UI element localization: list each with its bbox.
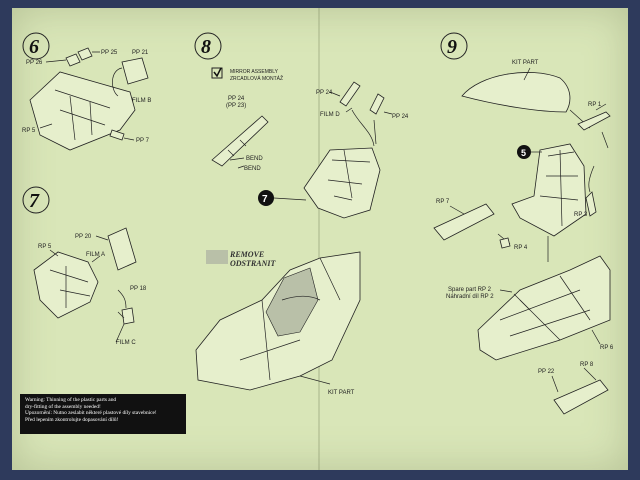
step-7-detail-lines xyxy=(49,266,91,308)
callout-7-leader xyxy=(273,197,307,201)
pp20-label: PP 20 xyxy=(75,234,92,240)
remove-hatch-swatch xyxy=(206,250,228,264)
kit-part-label-step9: KIT PART xyxy=(512,60,539,66)
step-9-circle xyxy=(440,32,468,60)
pp23-label-mirror: (PP 23) xyxy=(226,103,246,109)
odstranit-label: ODSTRANIT xyxy=(230,259,276,268)
pp18-label: PP 18 xyxy=(130,286,147,292)
warning-line-1: Warning: Thinning of the plastic parts a… xyxy=(25,397,117,403)
ejection-seat-part xyxy=(511,143,587,237)
rp1-label: RP 1 xyxy=(588,102,602,108)
step-6-leader-lines xyxy=(39,51,135,141)
panel-detail-lines xyxy=(327,149,371,201)
pp24-right-part xyxy=(369,93,385,115)
mirror-assembly-label: MIRROR ASSEMBLY xyxy=(230,69,279,75)
instrument-panel-part xyxy=(303,147,381,219)
rp5-label-step7: RP 5 xyxy=(38,244,52,250)
pp26-part xyxy=(65,53,81,67)
rp5-label-step6: RP 5 xyxy=(22,128,36,134)
pp20-part xyxy=(107,227,137,271)
spare-part-label: Spare part RP 2 xyxy=(448,287,492,293)
warning-line-2: dry-fitting of the assembly needed! xyxy=(25,403,101,410)
step-7-number: 7 xyxy=(29,190,40,212)
step-6-number: 6 xyxy=(29,36,39,58)
warning-box: Warning: Thinning of the plastic parts a… xyxy=(20,394,186,434)
callout-5-number: 5 xyxy=(521,148,526,158)
film-d-label: FILM D xyxy=(320,112,340,118)
pp24-label-mirror: PP 24 xyxy=(228,96,245,102)
remove-label: REMOVE xyxy=(229,250,264,259)
rp6-label: RP 6 xyxy=(600,345,614,351)
rp7-part xyxy=(433,203,495,241)
canopy-kit-part xyxy=(461,72,571,113)
callout-7-number: 7 xyxy=(262,194,268,205)
pp18-part xyxy=(121,307,135,325)
rp8-leaders xyxy=(551,367,597,393)
step-8-group: 8 MIRROR ASSEMBLY ZRCADLOVÁ MONTÁŽ PP 24… xyxy=(194,32,409,396)
mirror-checkbox xyxy=(211,67,223,79)
bend-label-1: BEND xyxy=(246,156,263,162)
pp25-label: PP 25 xyxy=(101,50,118,56)
film-c-label: FILM C xyxy=(116,340,136,346)
pp24-left-label: PP 24 xyxy=(316,90,333,96)
step-6-detail-lines xyxy=(54,89,111,141)
fuselage-leader xyxy=(299,375,331,385)
bend-marks xyxy=(227,139,247,169)
warning-line-3: Upozornění: Nutno zeslabit některé plast… xyxy=(25,410,157,417)
step-8-circle xyxy=(194,32,222,60)
kit-part-label-step8: KIT PART xyxy=(328,390,355,396)
checkmark-icon xyxy=(213,67,222,78)
step-9-group: 9 KIT PART RP 1 5 RP 3 RP 7 RP 4 Spare p… xyxy=(433,32,614,415)
fuselage-detail-lines xyxy=(239,257,341,381)
tub-detail-lines xyxy=(499,275,591,341)
page-fold xyxy=(318,8,320,470)
rp8-label: RP 8 xyxy=(580,362,594,368)
tub-leaders xyxy=(499,289,601,345)
rp3-part xyxy=(585,191,597,217)
film-a-label: FILM A xyxy=(86,252,105,258)
rp4-part xyxy=(499,237,511,249)
cockpit-tub-part xyxy=(477,255,611,361)
rp4-label: RP 4 xyxy=(514,245,528,251)
step-6-cockpit-part xyxy=(29,71,136,151)
rp1-part xyxy=(577,111,611,131)
pp26-label: PP 26 xyxy=(26,60,43,66)
rp3-label: RP 3 xyxy=(574,212,588,218)
pp21-label: PP 21 xyxy=(132,50,149,56)
callout-7-circle xyxy=(258,190,274,206)
step-6-circle xyxy=(22,32,50,60)
pp24-mirror-part xyxy=(211,115,269,167)
film-b-label: FILM B xyxy=(132,98,151,104)
pp21-part xyxy=(121,57,149,85)
step-6-group: 6 PP 25 PP 21 PP 26 FILM B RP 5 PP 7 xyxy=(22,32,151,151)
pp24-left-part xyxy=(339,81,361,107)
remove-area xyxy=(265,267,319,337)
pp22-label: PP 22 xyxy=(538,369,555,375)
mirror-assembly-label-cz: ZRCADLOVÁ MONTÁŽ xyxy=(230,74,283,82)
warning-line-4: Před lepením zkontrolujte dopasování díl… xyxy=(25,416,119,423)
pp7-label: PP 7 xyxy=(136,138,150,144)
step-8-leader-lines xyxy=(329,91,393,147)
step-9-number: 9 xyxy=(447,36,457,58)
rp7-label: RP 7 xyxy=(436,199,450,205)
seat-detail-lines xyxy=(539,149,579,227)
step-7-leader-lines xyxy=(49,235,127,343)
rp3-leader xyxy=(588,165,595,193)
spare-part-label-cz: Náhradní díl RP 2 xyxy=(446,294,494,300)
step-7-group: 7 PP 20 RP 5 FILM A PP 18 FILM C xyxy=(22,186,147,346)
step-7-circle xyxy=(22,186,50,214)
pp24-right-label: PP 24 xyxy=(392,114,409,120)
bend-label-2: BEND xyxy=(244,166,261,172)
rp8-part xyxy=(553,379,609,415)
callout-5-circle xyxy=(517,145,531,159)
pp7-part xyxy=(109,129,125,141)
rp1-leaders xyxy=(595,103,609,149)
step-8-number: 8 xyxy=(201,36,211,58)
pp25-part xyxy=(77,47,93,61)
